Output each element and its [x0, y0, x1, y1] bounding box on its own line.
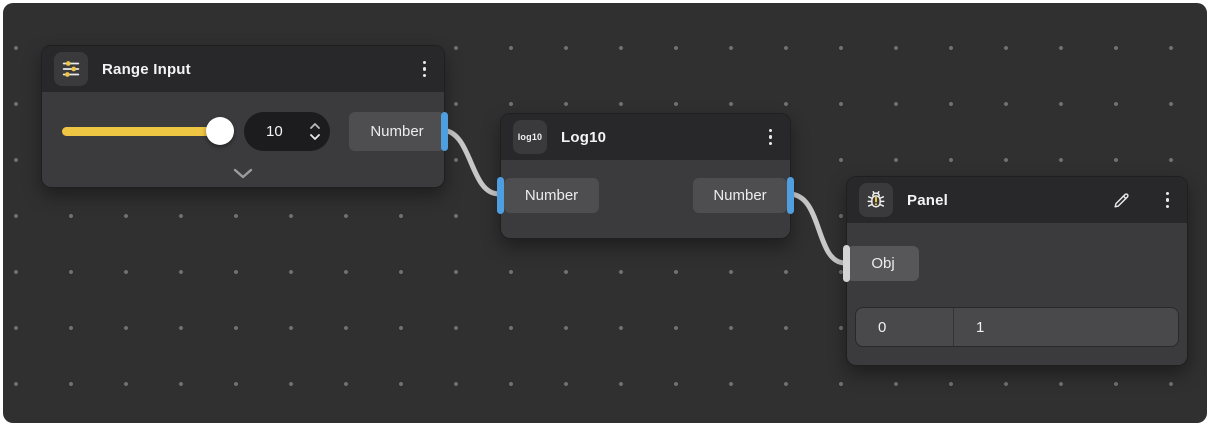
- log10-header: log10 Log10: [501, 114, 790, 160]
- input-connector[interactable]: [843, 245, 850, 282]
- input-port-number[interactable]: Number: [504, 178, 599, 213]
- node-title: Log10: [561, 128, 607, 146]
- range-value: 10: [266, 123, 283, 140]
- increment-chevron-icon[interactable]: [310, 123, 320, 129]
- value-spinner: [310, 123, 320, 140]
- node-title: Range Input: [102, 60, 191, 78]
- node-range-input[interactable]: Range Input 10 Number: [41, 45, 448, 188]
- range-slider[interactable]: [62, 117, 234, 145]
- wires-layer: [438, 127, 848, 266]
- chevron-down-icon[interactable]: [227, 164, 259, 186]
- range-input-header: Range Input: [42, 46, 444, 92]
- input-connector[interactable]: [497, 177, 504, 214]
- sliders-icon: [54, 52, 88, 86]
- node-editor-canvas[interactable]: Range Input 10 Number: [3, 3, 1207, 423]
- panel-data-table: 0 1: [855, 307, 1179, 347]
- output-connector[interactable]: [787, 177, 794, 214]
- kebab-menu-icon[interactable]: [763, 124, 779, 151]
- output-port-number[interactable]: Number: [349, 112, 445, 151]
- input-port-obj[interactable]: Obj: [847, 246, 919, 281]
- kebab-menu-icon[interactable]: [1160, 187, 1176, 214]
- output-port-number[interactable]: Number: [693, 178, 787, 213]
- node-panel[interactable]: Panel Obj 0 1: [843, 176, 1188, 366]
- table-cell: 1: [976, 318, 985, 336]
- table-cell: 0: [856, 308, 954, 346]
- node-title: Panel: [907, 191, 949, 209]
- decrement-chevron-icon[interactable]: [310, 134, 320, 140]
- wire-range-to-log10[interactable]: [438, 127, 502, 197]
- kebab-menu-icon[interactable]: [417, 56, 433, 83]
- bug-icon: [859, 183, 893, 217]
- wire-log10-to-panel[interactable]: [786, 191, 848, 266]
- slider-thumb[interactable]: [206, 117, 234, 145]
- panel-header: Panel: [847, 177, 1187, 223]
- node-log10[interactable]: log10 Log10 Number Number: [497, 113, 794, 239]
- edit-pencil-icon[interactable]: [1109, 188, 1134, 213]
- log10-icon: log10: [513, 120, 547, 154]
- output-connector[interactable]: [441, 112, 448, 151]
- range-value-input[interactable]: 10: [244, 112, 330, 151]
